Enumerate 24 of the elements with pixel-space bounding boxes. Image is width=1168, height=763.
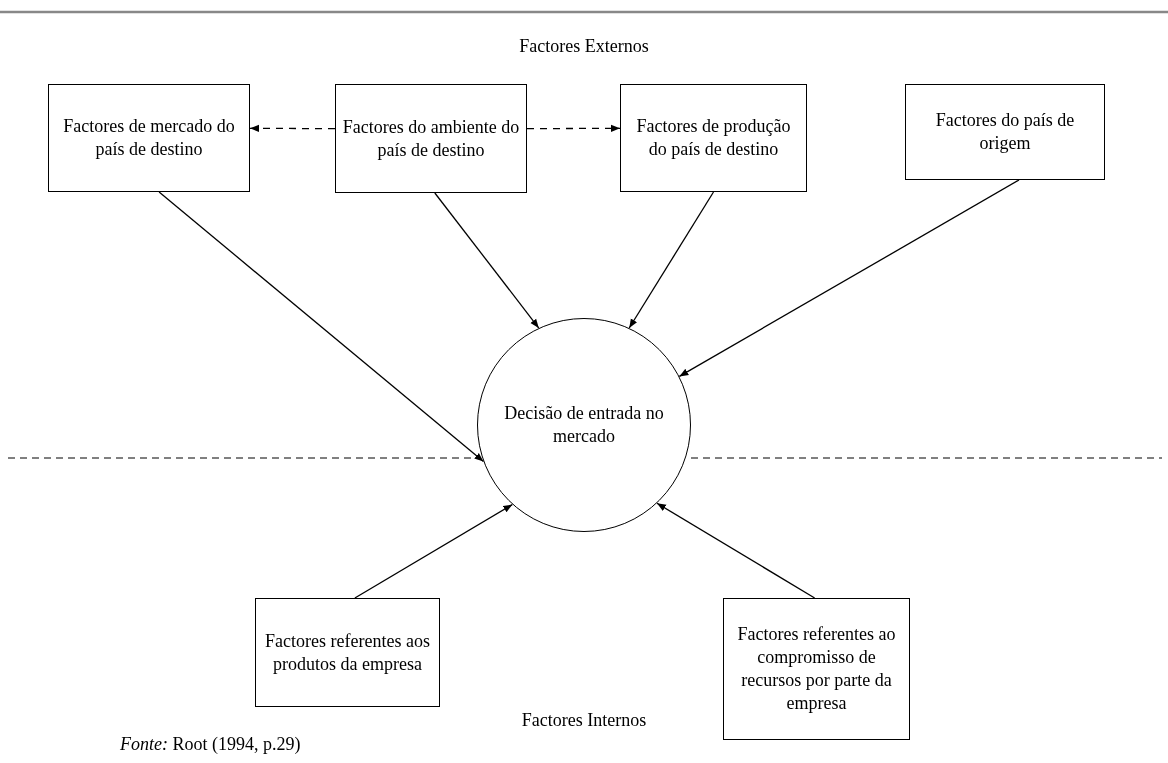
arrow [158,191,485,463]
arrow [628,191,715,329]
arrow [526,124,621,132]
node-text: Decisão de entrada no mercado [503,402,665,448]
factor-box [335,84,527,193]
node-text: Factores de produção do país de destino [635,115,792,161]
section-heading: Factores Internos [520,710,648,731]
arrow [656,502,816,599]
source-caption: Fonte: Root (1994, p.29) [120,734,301,755]
arrow [249,124,336,132]
factor-box [723,598,910,740]
node-text: Factores do ambiente do país de destino [341,115,521,162]
factor-box [255,598,440,707]
section-heading: Factores Externos [518,36,650,57]
arrow [434,192,540,329]
node-text: Factores de mercado do país de destino [62,115,236,161]
node-text: Factores referentes aos produtos da empresa [264,629,431,676]
node-text: Factores do país de origem [934,109,1076,155]
arrow [354,503,514,599]
factor-box [905,84,1105,180]
arrow [678,179,1020,378]
node-text: Factores referentes ao compromisso de recursos por parte da empresa [736,623,897,715]
factor-box [620,84,807,192]
factor-box [48,84,250,192]
